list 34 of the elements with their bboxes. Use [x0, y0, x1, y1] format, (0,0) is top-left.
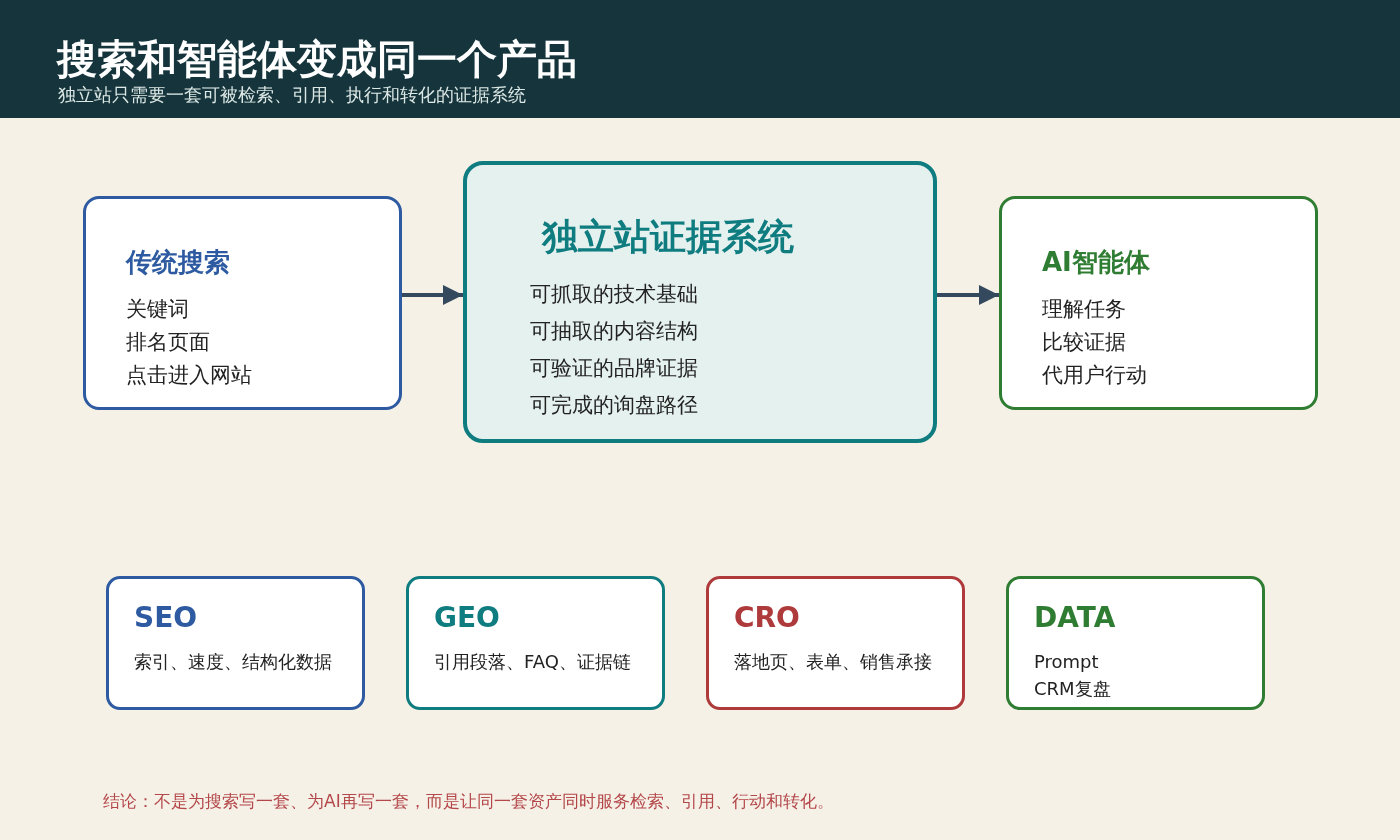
arrow	[937, 285, 999, 305]
list-item-text: Prompt	[1034, 650, 1099, 674]
conclusion-text: 结论：不是为搜索写一套、为AI再写一套，而是让同一套资产同时服务检索、引用、行动和转化。	[103, 790, 834, 813]
heading-text: DATA	[1034, 601, 1116, 635]
list-item-text: 关键词	[126, 296, 189, 323]
heading-text: CRO	[734, 601, 800, 635]
category-card	[706, 576, 965, 710]
list-item-text: 可验证的品牌证据	[530, 355, 698, 382]
list-item-text: 引用段落、FAQ、证据链	[434, 650, 631, 674]
heading-text: GEO	[434, 601, 500, 635]
list-item-text: 落地页、表单、销售承接	[734, 650, 932, 674]
category-card	[406, 576, 665, 710]
list-item-text: CRM复盘	[1034, 677, 1111, 701]
arrow	[402, 285, 463, 305]
heading-text: SEO	[134, 601, 198, 635]
process-box	[999, 196, 1318, 410]
list-item-text: 代用户行动	[1042, 362, 1147, 389]
page-title: 搜索和智能体变成同一个产品	[57, 35, 577, 83]
process-box	[83, 196, 402, 410]
hub-box	[463, 161, 937, 443]
category-card	[106, 576, 365, 710]
list-item-text: 理解任务	[1042, 296, 1126, 323]
list-item-text: 可完成的询盘路径	[530, 392, 698, 419]
list-item-text: 比较证据	[1042, 329, 1126, 356]
heading-text: 独立站证据系统	[542, 215, 794, 259]
list-item-text: 点击进入网站	[126, 362, 252, 389]
list-item-text: 索引、速度、结构化数据	[134, 650, 332, 674]
page-subtitle: 独立站只需要一套可被检索、引用、执行和转化的证据系统	[58, 83, 526, 107]
heading-text: AI智能体	[1042, 246, 1150, 278]
list-item-text: 可抽取的内容结构	[530, 318, 698, 345]
category-card	[1006, 576, 1265, 710]
list-item-text: 可抓取的技术基础	[530, 281, 698, 308]
list-item-text: 排名页面	[126, 329, 210, 356]
heading-text: 传统搜索	[126, 246, 230, 278]
